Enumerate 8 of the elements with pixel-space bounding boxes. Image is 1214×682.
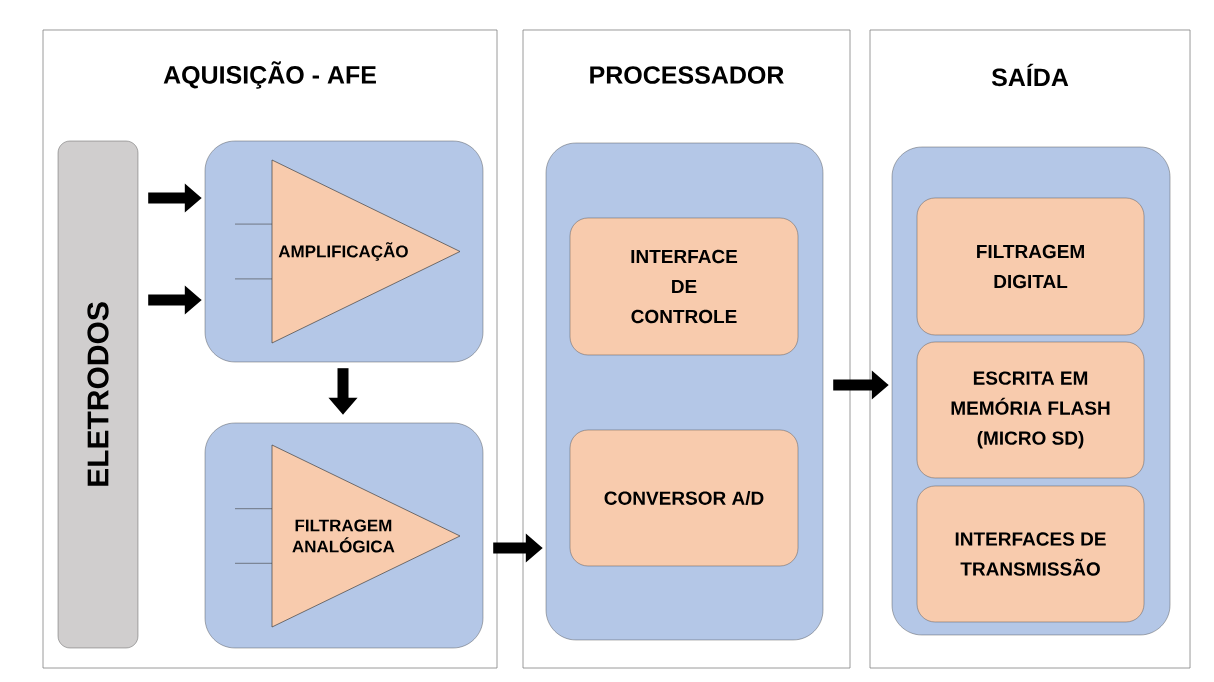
amplifier-triangle: FILTRAGEM ANALÓGICA (271, 444, 461, 628)
process-box: INTERFACES DE TRANSMISSÃO (916, 485, 1145, 623)
process-box: CONVERSOR A/D (569, 429, 799, 567)
electrode-bar: ELETRODOS (57, 140, 139, 649)
amplifier-triangle: AMPLIFICAÇÃO (271, 159, 461, 344)
process-box: FILTRAGEM DIGITAL (916, 197, 1145, 336)
process-box: ESCRITA EM MEMÓRIA FLASH (MICRO SD) (916, 341, 1145, 479)
process-box: INTERFACE DE CONTROLE (569, 217, 799, 356)
